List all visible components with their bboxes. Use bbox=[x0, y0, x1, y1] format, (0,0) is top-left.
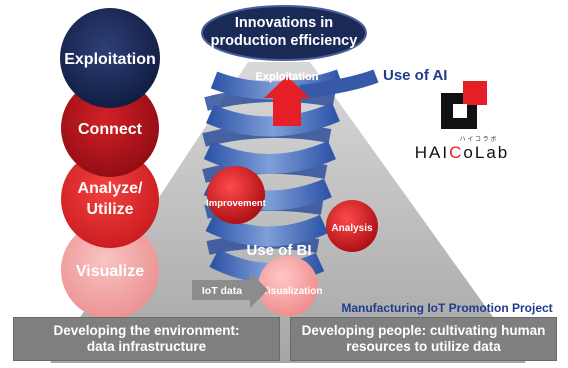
innovation-line1: Innovations in bbox=[235, 15, 333, 31]
visualization-label: Visualization bbox=[262, 286, 323, 297]
stage-circle-analyze bbox=[61, 150, 159, 248]
analysis-label: Analysis bbox=[331, 223, 373, 234]
stage-label-analyze-line1: Analyze/ bbox=[78, 180, 143, 197]
project-label: Manufacturing IoT Promotion Project bbox=[341, 301, 552, 315]
improvement-ball bbox=[207, 166, 265, 224]
environment-line2: data infrastructure bbox=[86, 339, 207, 354]
people-line2: resources to utilize data bbox=[346, 339, 501, 354]
analysis-ball bbox=[326, 200, 378, 252]
up-arrow-icon bbox=[264, 76, 310, 126]
stage-label-visualize: Visualize bbox=[76, 263, 144, 280]
visualization-ball bbox=[258, 256, 318, 316]
stage-circle-connect bbox=[61, 79, 159, 177]
people-line1: Developing people: cultivating human bbox=[301, 323, 546, 338]
environment-line1: Developing the environment: bbox=[53, 323, 240, 338]
stage-label-connect: Connect bbox=[78, 121, 143, 138]
stage-label-exploitation: Exploitation bbox=[64, 51, 156, 68]
improvement-label: Improvement bbox=[206, 198, 266, 209]
pyramid-background bbox=[50, 62, 526, 363]
innovation-line2: production efficiency bbox=[211, 33, 358, 49]
people-box: Developing people: cultivating human res… bbox=[290, 317, 557, 361]
environment-box: Developing the environment: data infrast… bbox=[13, 317, 280, 361]
iot-data-arrow bbox=[192, 272, 268, 308]
use-of-ai-label: Use of AI bbox=[383, 67, 447, 84]
haicolab-logo bbox=[441, 81, 487, 129]
stage-circle-exploitation bbox=[60, 8, 160, 108]
innovation-oval bbox=[201, 5, 367, 61]
stage-label-analyze-line2: Utilize bbox=[86, 201, 133, 218]
haicolab-ruby: ハ イ コ ラ ボ bbox=[460, 135, 497, 143]
haicolab-wordmark: HAICoLab bbox=[415, 143, 510, 162]
spiral-exploitation-label: Exploitation bbox=[256, 71, 319, 83]
use-of-bi-label: Use of BI bbox=[246, 242, 311, 259]
iot-data-label: IoT data bbox=[202, 285, 242, 297]
stage-circle-visualize bbox=[61, 221, 159, 319]
